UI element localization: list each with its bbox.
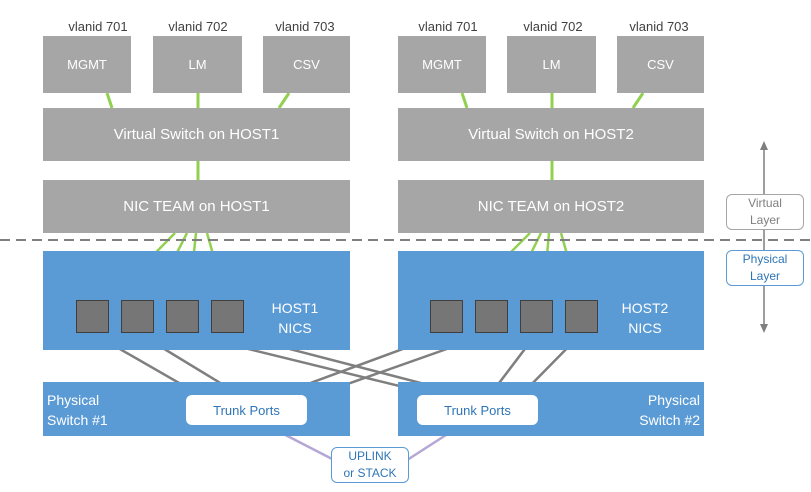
physical-layer-line1: Physical <box>742 252 788 266</box>
vlan-link <box>460 92 469 109</box>
vnic-lm-host2: LM <box>507 36 596 93</box>
trunk-ports-switch1: Trunk Ports <box>186 395 307 425</box>
host2-nics-label: HOST2 NICS <box>620 298 670 338</box>
uplink-label-line2: or STACK <box>343 466 397 480</box>
vlan-id-label: vlanid 702 <box>523 19 583 34</box>
switch2-label-line2: Switch #2 <box>639 412 700 428</box>
host2-nics-label-line2: NICS <box>628 320 662 336</box>
physical-nic <box>565 300 598 333</box>
virtual-layer-line2: Layer <box>749 213 780 227</box>
switch1-label: Physical Switch #1 <box>47 390 108 430</box>
vlan-id-label: vlanid 703 <box>275 19 335 34</box>
virtual-switch-host2: Virtual Switch on HOST2 <box>398 108 704 161</box>
vlan-id-label: vlanid 703 <box>629 19 689 34</box>
vlan-id-label: vlanid 702 <box>168 19 228 34</box>
host1-nics-label-line2: NICS <box>278 320 312 336</box>
switch2-label: Physical Switch #2 <box>620 390 700 430</box>
vnic-mgmt-host1: MGMT <box>43 36 131 93</box>
nic-team-host2: NIC TEAM on HOST2 <box>398 180 704 233</box>
physical-layer-label: Physical Layer <box>726 250 804 286</box>
physical-nic <box>76 300 109 333</box>
virtual-switch-host1: Virtual Switch on HOST1 <box>43 108 350 161</box>
arrow-up-icon <box>760 141 768 150</box>
physical-nic <box>121 300 154 333</box>
virtual-layer-line1: Virtual <box>748 196 782 210</box>
arrow-down-icon <box>760 324 768 333</box>
switch1-label-line1: Physical <box>47 392 100 408</box>
vnic-csv-host2: CSV <box>617 36 704 93</box>
switch1-label-line2: Switch #1 <box>47 412 108 428</box>
uplink-stack-label: UPLINK or STACK <box>331 447 409 483</box>
vlan-link <box>105 92 114 109</box>
trunk-ports-switch2: Trunk Ports <box>417 395 538 425</box>
physical-nic <box>520 300 553 333</box>
physical-nic <box>475 300 508 333</box>
vlan-id-label: vlanid 701 <box>68 19 128 34</box>
physical-layer-line2: Layer <box>749 269 781 283</box>
nic-team-host1: NIC TEAM on HOST1 <box>43 180 350 233</box>
host1-nics-label: HOST1 NICS <box>270 298 320 338</box>
physical-nic <box>166 300 199 333</box>
vlan-id-label: vlanid 701 <box>418 19 478 34</box>
switch2-label-line1: Physical <box>647 392 700 408</box>
vlan-link <box>277 92 291 109</box>
physical-nic <box>430 300 463 333</box>
vnic-csv-host1: CSV <box>263 36 350 93</box>
physical-nic <box>211 300 244 333</box>
vnic-mgmt-host2: MGMT <box>398 36 486 93</box>
host2-nics-label-line1: HOST2 <box>621 300 669 316</box>
vlan-link <box>631 92 645 109</box>
virtual-layer-label: Virtual Layer <box>726 194 804 230</box>
vnic-lm-host1: LM <box>153 36 242 93</box>
host1-nics-label-line1: HOST1 <box>271 300 319 316</box>
uplink-label-line1: UPLINK <box>348 449 392 463</box>
